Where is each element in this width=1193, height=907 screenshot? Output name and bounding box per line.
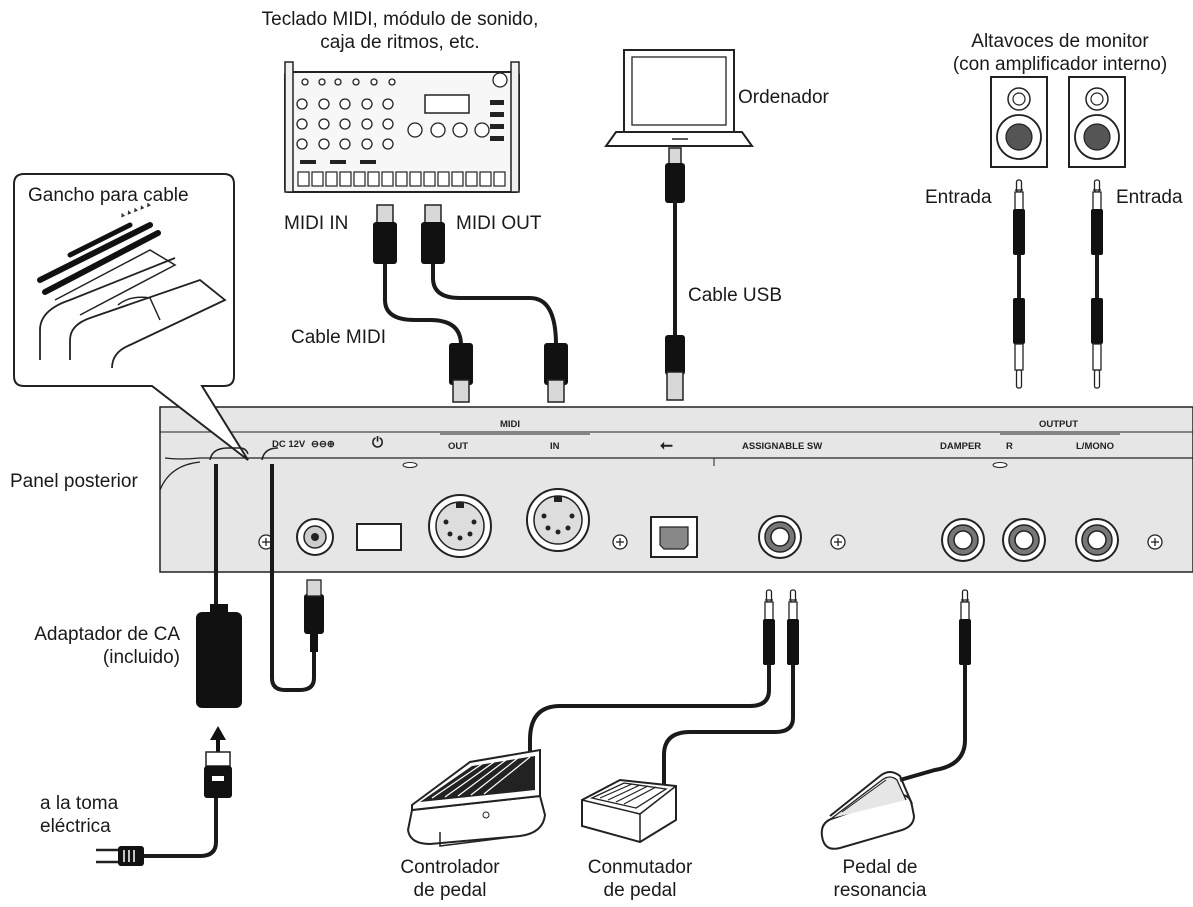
power-icon: ⏻	[372, 434, 383, 450]
cable-hook-callout: ▲▲▲▲▲	[13, 173, 249, 461]
pedal-jacks	[762, 589, 972, 666]
panel-damper: DAMPER	[940, 441, 981, 452]
laptop-icon	[604, 49, 754, 147]
cable-hook-label: Gancho para cable	[28, 185, 189, 206]
panel-output: OUTPUT	[1039, 419, 1078, 430]
input-right-label: Entrada	[1116, 187, 1183, 208]
arrow-up-icon	[210, 726, 226, 752]
panel-midi-in: IN	[550, 441, 560, 452]
cable-hook	[209, 447, 279, 461]
cable-midi-label: Cable MIDI	[291, 327, 387, 348]
damper-jack	[941, 518, 985, 562]
expression-pedal	[406, 748, 547, 847]
footswitch-pedal	[581, 778, 677, 844]
dc-plug	[304, 579, 324, 652]
ac-adapter-label: Adaptador de CA(incluido)	[34, 624, 180, 668]
midi-out-port	[428, 494, 492, 558]
speakers-label: Altavoces de monitor(con amplificador in…	[952, 31, 1168, 75]
rear-panel: DC 12V ⊖⊖⊕ ⏻ MIDI OUT IN ⭠ ASSIGNABLE SW…	[159, 406, 1193, 573]
cable-usb-label: Cable USB	[688, 285, 782, 306]
speaker-left	[990, 76, 1048, 168]
midi-device-label: Teclado MIDI, módulo de sonido,caja de r…	[261, 9, 539, 53]
power-cables	[140, 464, 316, 858]
midi-in-port	[526, 488, 590, 552]
speaker-cables	[1012, 179, 1104, 389]
panel-assignable: ASSIGNABLE SW	[742, 441, 822, 452]
panel-midi-out: OUT	[448, 441, 468, 452]
midi-out-label: MIDI OUT	[456, 213, 542, 234]
dc-polarity-icon: ⊖⊖⊕	[311, 439, 335, 450]
assignable-sw-jack	[758, 515, 802, 559]
input-left-label: Entrada	[925, 187, 992, 208]
midi-plugs	[373, 204, 568, 403]
damper-pedal	[820, 771, 916, 850]
midi-cables	[383, 262, 558, 346]
panel-output-l: L/MONO	[1076, 441, 1114, 452]
pedal-cables	[528, 664, 967, 790]
wall-plug-icon	[96, 846, 144, 866]
output-l-jack	[1075, 518, 1119, 562]
output-r-jack	[1002, 518, 1046, 562]
usb-cable	[665, 147, 685, 401]
panel-midi-label: MIDI	[500, 419, 520, 430]
dc-jack	[296, 518, 334, 556]
power-switch	[356, 523, 402, 551]
panel-output-r: R	[1006, 441, 1013, 452]
usb-icon: ⭠	[660, 437, 673, 454]
speaker-right	[1068, 76, 1126, 168]
rear-panel-label: Panel posterior	[10, 471, 138, 492]
dc-label: DC 12V	[272, 439, 306, 450]
midi-device	[284, 61, 520, 193]
power-cord-plug	[204, 751, 232, 798]
ac-adapter	[196, 604, 242, 708]
midi-in-label: MIDI IN	[284, 213, 349, 234]
computer-label: Ordenador	[738, 87, 829, 108]
usb-port	[650, 516, 698, 558]
